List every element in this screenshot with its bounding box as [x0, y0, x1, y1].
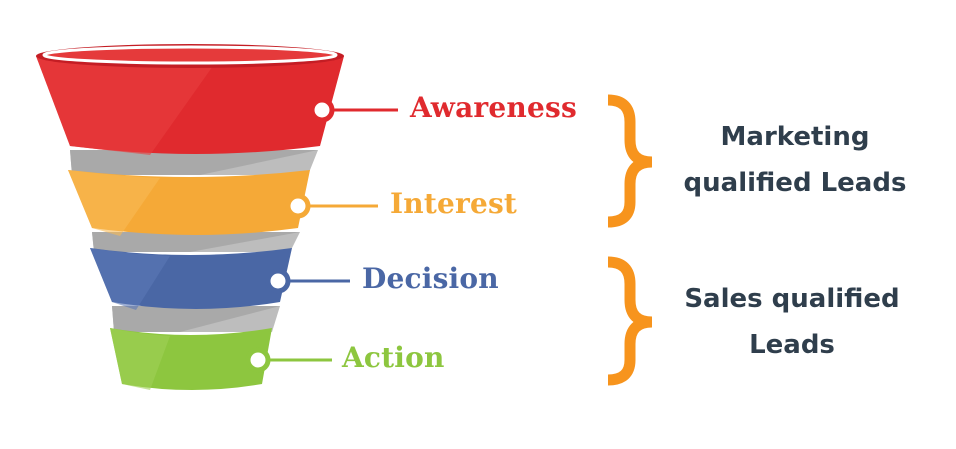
interest-highlight	[68, 170, 160, 236]
awareness-dot	[309, 97, 335, 123]
awareness-rim-inner	[42, 45, 338, 65]
funnel-layer-interest	[68, 170, 310, 236]
brace-marketing-icon	[607, 94, 653, 228]
group-sales-line2: Leads	[749, 330, 835, 360]
group-label-marketing: Marketing qualified Leads	[665, 114, 925, 206]
connector-3-shade	[112, 306, 280, 332]
action-dot	[245, 347, 271, 373]
brace-sales	[607, 256, 653, 386]
stage-label-awareness: Awareness	[410, 91, 577, 124]
decision-highlight	[90, 248, 170, 310]
interest-dot	[285, 193, 311, 219]
funnel-layer-action	[110, 328, 272, 390]
group-label-sales: Sales qualified Leads	[662, 276, 922, 368]
stage-label-action: Action	[342, 341, 445, 374]
group-marketing-line2: qualified Leads	[683, 168, 907, 198]
action-highlight	[110, 328, 170, 390]
funnel-layer-awareness	[36, 44, 344, 155]
group-marketing-line1: Marketing	[720, 122, 870, 152]
connector-1-shade	[70, 150, 318, 175]
awareness-highlight	[36, 56, 220, 155]
funnel-connectors	[70, 150, 318, 332]
connector-2-shade	[92, 232, 300, 252]
stage-label-interest: Interest	[390, 187, 518, 220]
decision-dot	[265, 268, 291, 294]
brace-sales-icon	[607, 256, 653, 386]
group-sales-line1: Sales qualified	[684, 284, 900, 314]
stage-label-decision: Decision	[362, 262, 499, 295]
funnel-layer-decision	[90, 248, 292, 310]
brace-marketing	[607, 94, 653, 228]
stage-connectors	[245, 97, 398, 373]
